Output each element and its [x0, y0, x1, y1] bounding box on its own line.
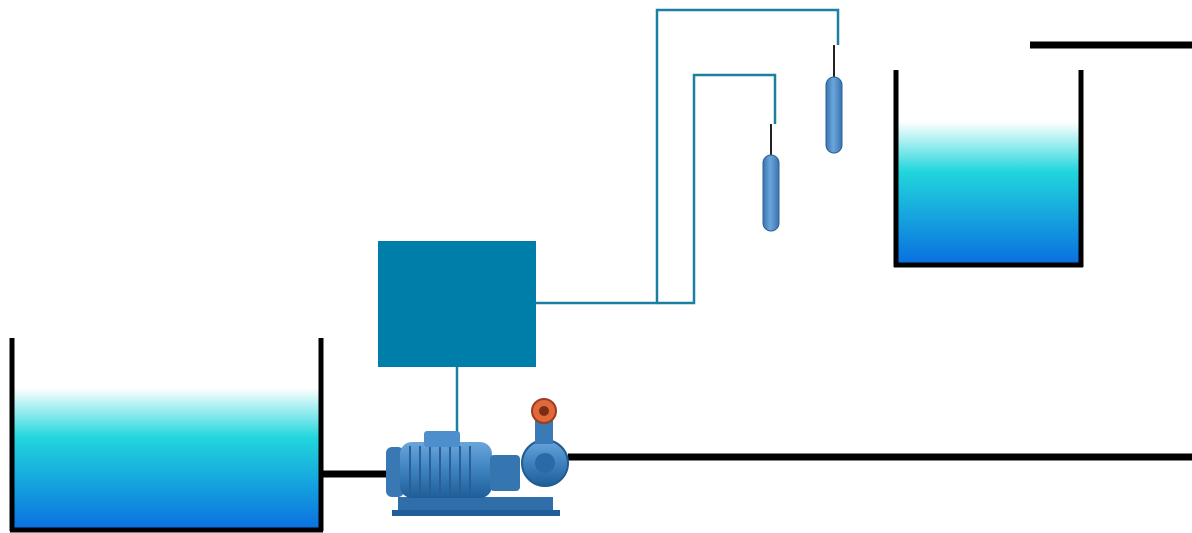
- controller-box: [378, 241, 536, 367]
- pump: [386, 399, 568, 516]
- destination-tank-water: [898, 122, 1080, 264]
- pump-coupling: [490, 455, 520, 491]
- pump-motor-body: [400, 442, 492, 498]
- pump-terminal-box: [424, 431, 460, 447]
- float-switch-high: [826, 45, 842, 153]
- float-switch-low-body: [763, 155, 779, 231]
- source-tank: [10, 338, 323, 531]
- float-switch-high-body: [826, 77, 842, 153]
- destination-tank: [894, 70, 1083, 267]
- wire-low-float: [657, 75, 775, 303]
- source-tank-water: [13, 388, 320, 530]
- float-switch-low: [763, 124, 779, 231]
- wire-high-float: [536, 10, 838, 303]
- signal-wires: [457, 10, 838, 433]
